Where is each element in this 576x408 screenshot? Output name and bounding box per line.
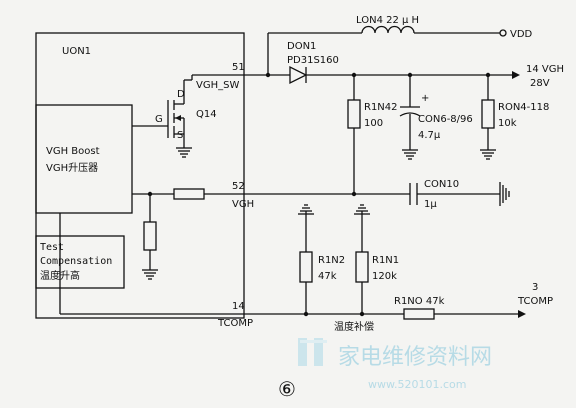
- ron4-value: 10k: [498, 118, 517, 129]
- boost-label-zh: VGH升压器: [46, 162, 98, 174]
- r1n42-name: R1N42: [364, 102, 398, 113]
- vdd-label: VDD: [510, 29, 533, 40]
- test-compensation-block: [35, 235, 125, 289]
- diode-name: DON1: [287, 41, 316, 52]
- test-label-2: Compensation: [40, 256, 112, 267]
- tcomp-in-name: TCOMP: [517, 296, 553, 307]
- chip-name: UON1: [62, 46, 91, 57]
- pin51-number: 51: [232, 62, 245, 73]
- con6-name: CON6-8/96: [418, 114, 473, 125]
- resistor-r1n42: [347, 99, 361, 129]
- ron4-name: RON4-118: [498, 102, 549, 113]
- q14-name: Q14: [196, 109, 217, 120]
- resistor-r1n0: [403, 308, 435, 320]
- output-line2: 28V: [530, 78, 550, 89]
- r1n1-name: R1N1: [372, 255, 399, 266]
- resistor-r1n2: [299, 251, 313, 283]
- pin51-name: VGH_SW: [196, 80, 239, 91]
- pin14-number: 14: [232, 301, 245, 312]
- r1n2-name: R1N2: [318, 255, 345, 266]
- pin52-number: 52: [232, 181, 245, 192]
- con10-name: CON10: [424, 179, 459, 190]
- diode-don1: [289, 65, 308, 85]
- diode-part: PD31S160: [287, 55, 339, 66]
- con6-value: 4.7μ: [418, 130, 441, 141]
- inductor-lon4: [361, 25, 415, 34]
- r1n0-label: R1NO 47k: [394, 296, 445, 307]
- pin14-name: TCOMP: [217, 318, 253, 329]
- q14-gate-label: G: [155, 114, 163, 125]
- output-line1: 14 VGH: [526, 64, 564, 75]
- resistor-ron4: [481, 99, 495, 129]
- r1n2-value: 47k: [318, 271, 337, 282]
- temperature-compensation-label: 温度补偿: [334, 320, 374, 333]
- watermark-text: 家电维修资料网: [338, 345, 492, 370]
- figure-number: ⑥: [278, 377, 296, 401]
- watermark-url: www.520101.com: [368, 378, 466, 391]
- pin52-name: VGH: [232, 199, 254, 210]
- r1n42-value: 100: [364, 118, 383, 129]
- inductor-label: LON4 22 μ H: [356, 15, 419, 26]
- vgh-boost-block: [35, 104, 133, 214]
- resistor-internal: [173, 188, 205, 200]
- resistor-r1n1: [355, 251, 369, 283]
- q14-drain-label: D: [177, 89, 185, 100]
- con6-plus: +: [421, 93, 429, 104]
- transistor-q14: [132, 80, 192, 158]
- watermark-logo: [298, 338, 327, 366]
- boost-label-en: VGH Boost: [46, 146, 100, 157]
- q14-source-label: S: [177, 130, 183, 141]
- resistor-internal-gnd: [143, 221, 157, 251]
- tcomp-in-number: 3: [532, 282, 538, 293]
- test-label-1: Test: [40, 242, 64, 253]
- r1n1-value: 120k: [372, 271, 397, 282]
- con10-value: 1μ: [424, 199, 437, 210]
- vdd-terminal: [499, 29, 507, 37]
